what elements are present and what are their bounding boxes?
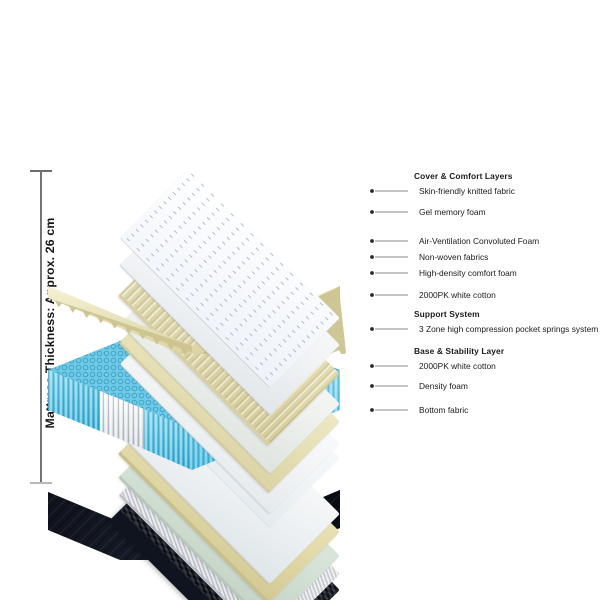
label-layer-name: Density foam [419,381,468,391]
pointer-dot [370,408,374,412]
label-group-heading: Cover & Comfort Layers [414,171,513,181]
label-group-heading: Support System [414,309,480,319]
pointer-line [370,408,408,412]
pointer-line [370,293,408,297]
label-layer-name: 2000PK white cotton [419,361,496,371]
pointer-line [370,327,408,331]
pointer-line [370,271,408,275]
pointer-line [370,239,408,243]
label-layer-name: Bottom fabric [419,405,469,415]
bracket-line [40,170,42,484]
pointer-line [370,189,408,193]
pointer-line [370,255,408,259]
pointer-dot [370,271,374,275]
label-layer-name: Gel memory foam [419,207,486,217]
pointer-line [370,364,408,368]
label-layer-name: 3 Zone high compression pocket springs s… [419,324,599,334]
pointer-dot [370,255,374,259]
pointer-line [370,384,408,388]
label-layer-name: Air-Ventilation Convoluted Foam [419,236,540,246]
label-layer-name: Skin-friendly knitted fabric [419,186,515,196]
pointer-dot [370,189,374,193]
pointer-dot [370,210,374,214]
pointer-dot [370,327,374,331]
label-group-heading: Base & Stability Layer [414,346,505,356]
pointer-dot [370,239,374,243]
pointer-line [370,210,408,214]
thickness-bracket: Mattress Thickness: Approx. 26 cm [28,170,57,484]
pointer-dot [370,364,374,368]
bracket-bottom-cap [30,482,52,484]
label-layer-name: 2000PK white cotton [419,290,496,300]
label-layer-name: Non-woven fabrics [419,252,489,262]
pointer-dot [370,384,374,388]
label-layer-name: High-density comfort foam [419,268,517,278]
pointer-dot [370,293,374,297]
